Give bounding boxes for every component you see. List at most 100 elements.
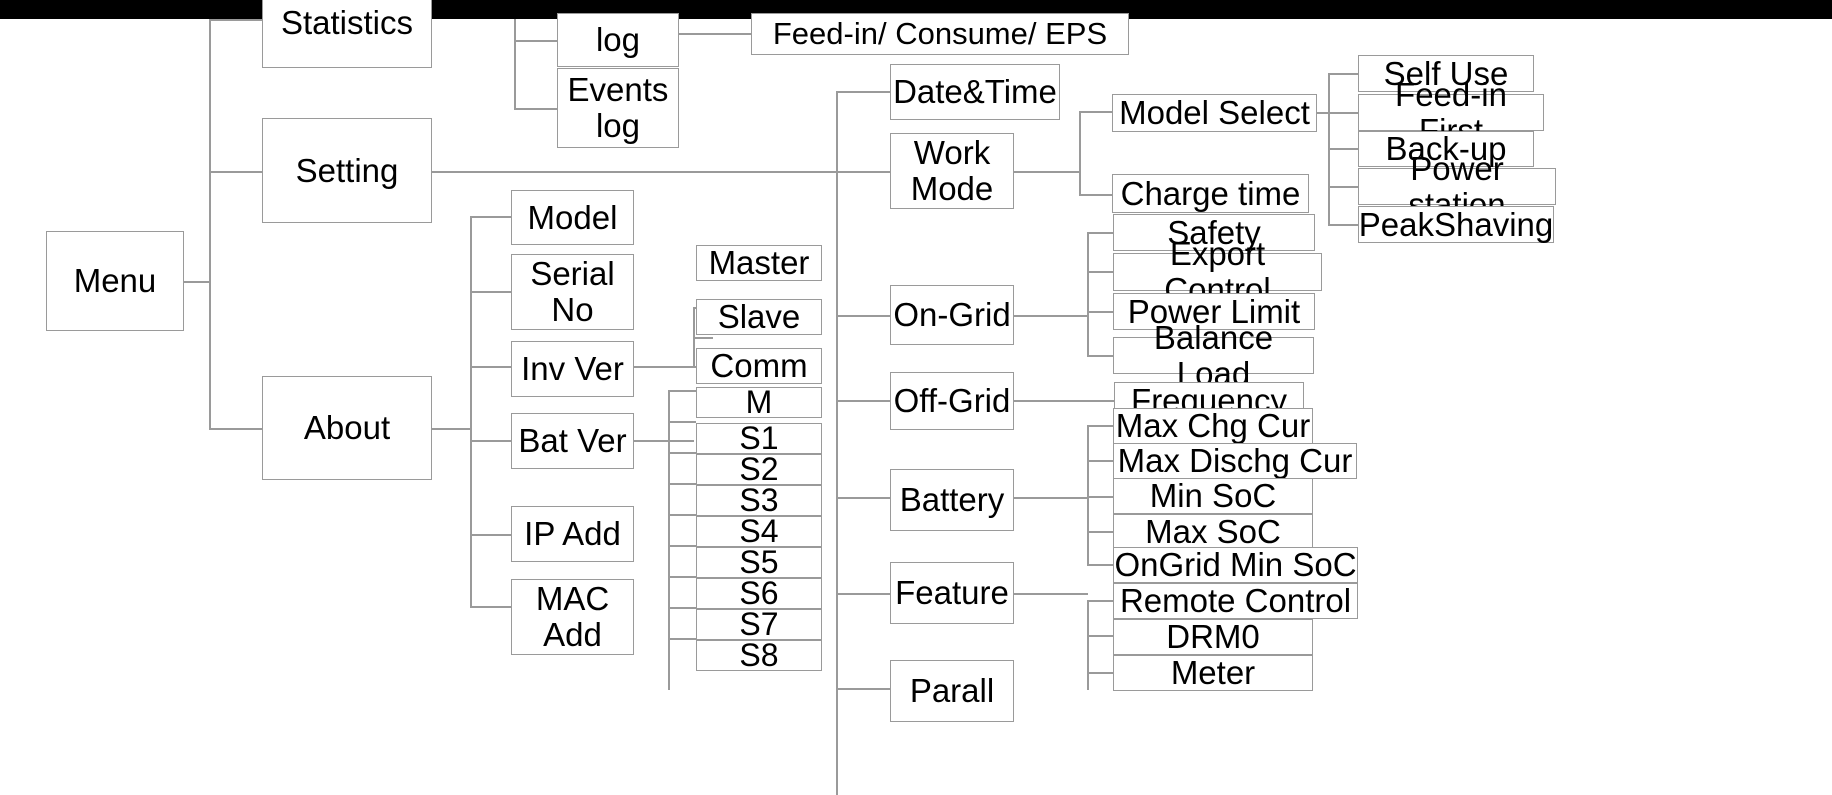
connector-about-inv-ver — [470, 366, 512, 368]
connector-bv-s2 — [668, 452, 696, 454]
node-statistics[interactable]: Statistics — [262, 0, 432, 68]
node-comm[interactable]: Comm — [696, 348, 822, 384]
connector-bat-max-chg-cur — [1087, 425, 1113, 427]
connector-feat-meter — [1087, 672, 1113, 674]
connector-bat-max-soc — [1087, 531, 1113, 533]
connector-feat-drm0 — [1087, 635, 1113, 637]
node-bat-ver-s4[interactable]: S4 — [696, 514, 822, 549]
node-self-use[interactable]: Self Use — [1358, 55, 1534, 92]
connector-bat-ver-out — [634, 440, 694, 442]
connector-about-serial-no — [470, 291, 512, 293]
node-bat-ver-s8[interactable]: S8 — [696, 638, 822, 673]
connector-feat-remote-control — [1087, 600, 1113, 602]
connector-ms-back-up — [1328, 148, 1358, 150]
node-min-soc[interactable]: Min SoC — [1113, 478, 1313, 514]
connector-setting-vertical-spine — [836, 91, 838, 795]
node-meter[interactable]: Meter — [1113, 655, 1313, 691]
connector-work-mode-vertical — [1079, 111, 1081, 195]
connector-statistics-events-log — [514, 108, 558, 110]
connector-bv-s1 — [668, 421, 696, 423]
connector-bv-s6 — [668, 576, 696, 578]
connector-inv-ver-out — [634, 366, 694, 368]
connector-trunk-setting — [209, 171, 263, 173]
node-drm0[interactable]: DRM0 — [1113, 619, 1313, 655]
node-bat-ver-s1[interactable]: S1 — [696, 421, 822, 456]
node-model-select[interactable]: Model Select — [1112, 94, 1317, 132]
node-log[interactable]: log — [557, 13, 679, 67]
node-max-chg-cur[interactable]: Max Chg Cur — [1113, 408, 1313, 444]
connector-bv-s4 — [668, 514, 696, 516]
node-about[interactable]: About — [262, 376, 432, 480]
node-setting[interactable]: Setting — [262, 118, 432, 223]
node-master[interactable]: Master — [696, 245, 822, 281]
connector-off-grid-frequency — [1014, 400, 1114, 402]
node-bat-ver-s3[interactable]: S3 — [696, 483, 822, 518]
connector-og-balance-load — [1087, 355, 1113, 357]
node-off-grid[interactable]: Off-Grid — [890, 372, 1014, 430]
connector-menu-trunk — [184, 281, 210, 283]
node-mac-add[interactable]: MAC Add — [511, 579, 634, 655]
node-max-soc[interactable]: Max SoC — [1113, 514, 1313, 550]
node-feed-in-first[interactable]: Feed-in First — [1358, 77, 1544, 148]
connector-battery-out — [1014, 497, 1088, 499]
connector-about-bat-ver — [470, 440, 512, 442]
node-events-log[interactable]: Events log — [557, 68, 679, 148]
node-menu[interactable]: Menu — [46, 231, 184, 331]
node-power-station[interactable]: Power station — [1358, 151, 1556, 222]
connector-spine-work-mode — [836, 171, 890, 173]
node-power-limit[interactable]: Power Limit — [1113, 293, 1315, 330]
connector-about-mac-add — [470, 606, 512, 608]
node-ip-add[interactable]: IP Add — [511, 506, 634, 562]
node-slave[interactable]: Slave — [696, 299, 822, 335]
node-date-time[interactable]: Date&Time — [890, 64, 1060, 120]
connector-work-mode-out — [1014, 171, 1080, 173]
connector-on-grid-out — [1014, 315, 1088, 317]
connector-bv-s7 — [668, 607, 696, 609]
connector-spine-feature — [836, 593, 890, 595]
node-bat-ver-s7[interactable]: S7 — [696, 607, 822, 642]
node-feature[interactable]: Feature — [890, 562, 1014, 624]
node-balance-load[interactable]: Balance Load — [1113, 320, 1314, 391]
node-safety[interactable]: Safety — [1113, 214, 1315, 251]
connector-setting-spine — [432, 171, 837, 173]
connector-bv-s8 — [668, 638, 696, 640]
connector-statistics-vertical — [514, 19, 516, 109]
node-bat-ver[interactable]: Bat Ver — [511, 413, 634, 469]
top-black-bar — [0, 0, 1832, 19]
connector-feature-out — [1014, 593, 1088, 595]
node-inv-ver[interactable]: Inv Ver — [511, 341, 634, 397]
node-model[interactable]: Model — [511, 190, 634, 245]
node-on-grid[interactable]: On-Grid — [890, 285, 1014, 345]
connector-log-feedin — [679, 33, 751, 35]
node-max-dischg-cur[interactable]: Max Dischg Cur — [1113, 443, 1357, 479]
node-bat-ver-s2[interactable]: S2 — [696, 452, 822, 487]
connector-og-safety — [1087, 232, 1113, 234]
node-battery[interactable]: Battery — [890, 469, 1014, 531]
node-ongrid-min-soc[interactable]: OnGrid Min SoC — [1113, 546, 1358, 584]
connector-on-grid-vertical — [1087, 232, 1089, 356]
node-export-control[interactable]: Export Control — [1113, 236, 1322, 307]
connector-trunk-about — [209, 428, 263, 430]
connector-ms-power-station — [1328, 186, 1358, 188]
node-parall[interactable]: Parall — [890, 660, 1014, 722]
node-charge-time[interactable]: Charge time — [1112, 174, 1309, 213]
connector-bat-ver-vertical — [668, 390, 670, 690]
node-remote-control[interactable]: Remote Control — [1113, 583, 1358, 619]
node-serial-no[interactable]: Serial No — [511, 254, 634, 330]
connector-about-vertical — [470, 216, 472, 606]
node-bat-ver-m[interactable]: M — [696, 385, 822, 420]
connector-bv-m — [668, 390, 696, 392]
connector-bat-ongrid-min-soc — [1087, 564, 1113, 566]
connector-spine-battery — [836, 497, 890, 499]
node-work-mode[interactable]: Work Mode — [890, 133, 1014, 209]
connector-bv-s3 — [668, 483, 696, 485]
connector-about-out — [432, 428, 472, 430]
node-bat-ver-s6[interactable]: S6 — [696, 576, 822, 611]
connector-root-trunk-vertical — [209, 19, 211, 430]
connector-ms-feed-in-first — [1328, 112, 1358, 114]
node-back-up[interactable]: Back-up — [1358, 131, 1534, 167]
node-feed-in-consume-eps[interactable]: Feed-in/ Consume/ EPS — [751, 13, 1129, 55]
connector-about-ip-add — [470, 534, 512, 536]
node-bat-ver-s5[interactable]: S5 — [696, 545, 822, 580]
node-peak-shaving[interactable]: PeakShaving — [1358, 205, 1554, 243]
